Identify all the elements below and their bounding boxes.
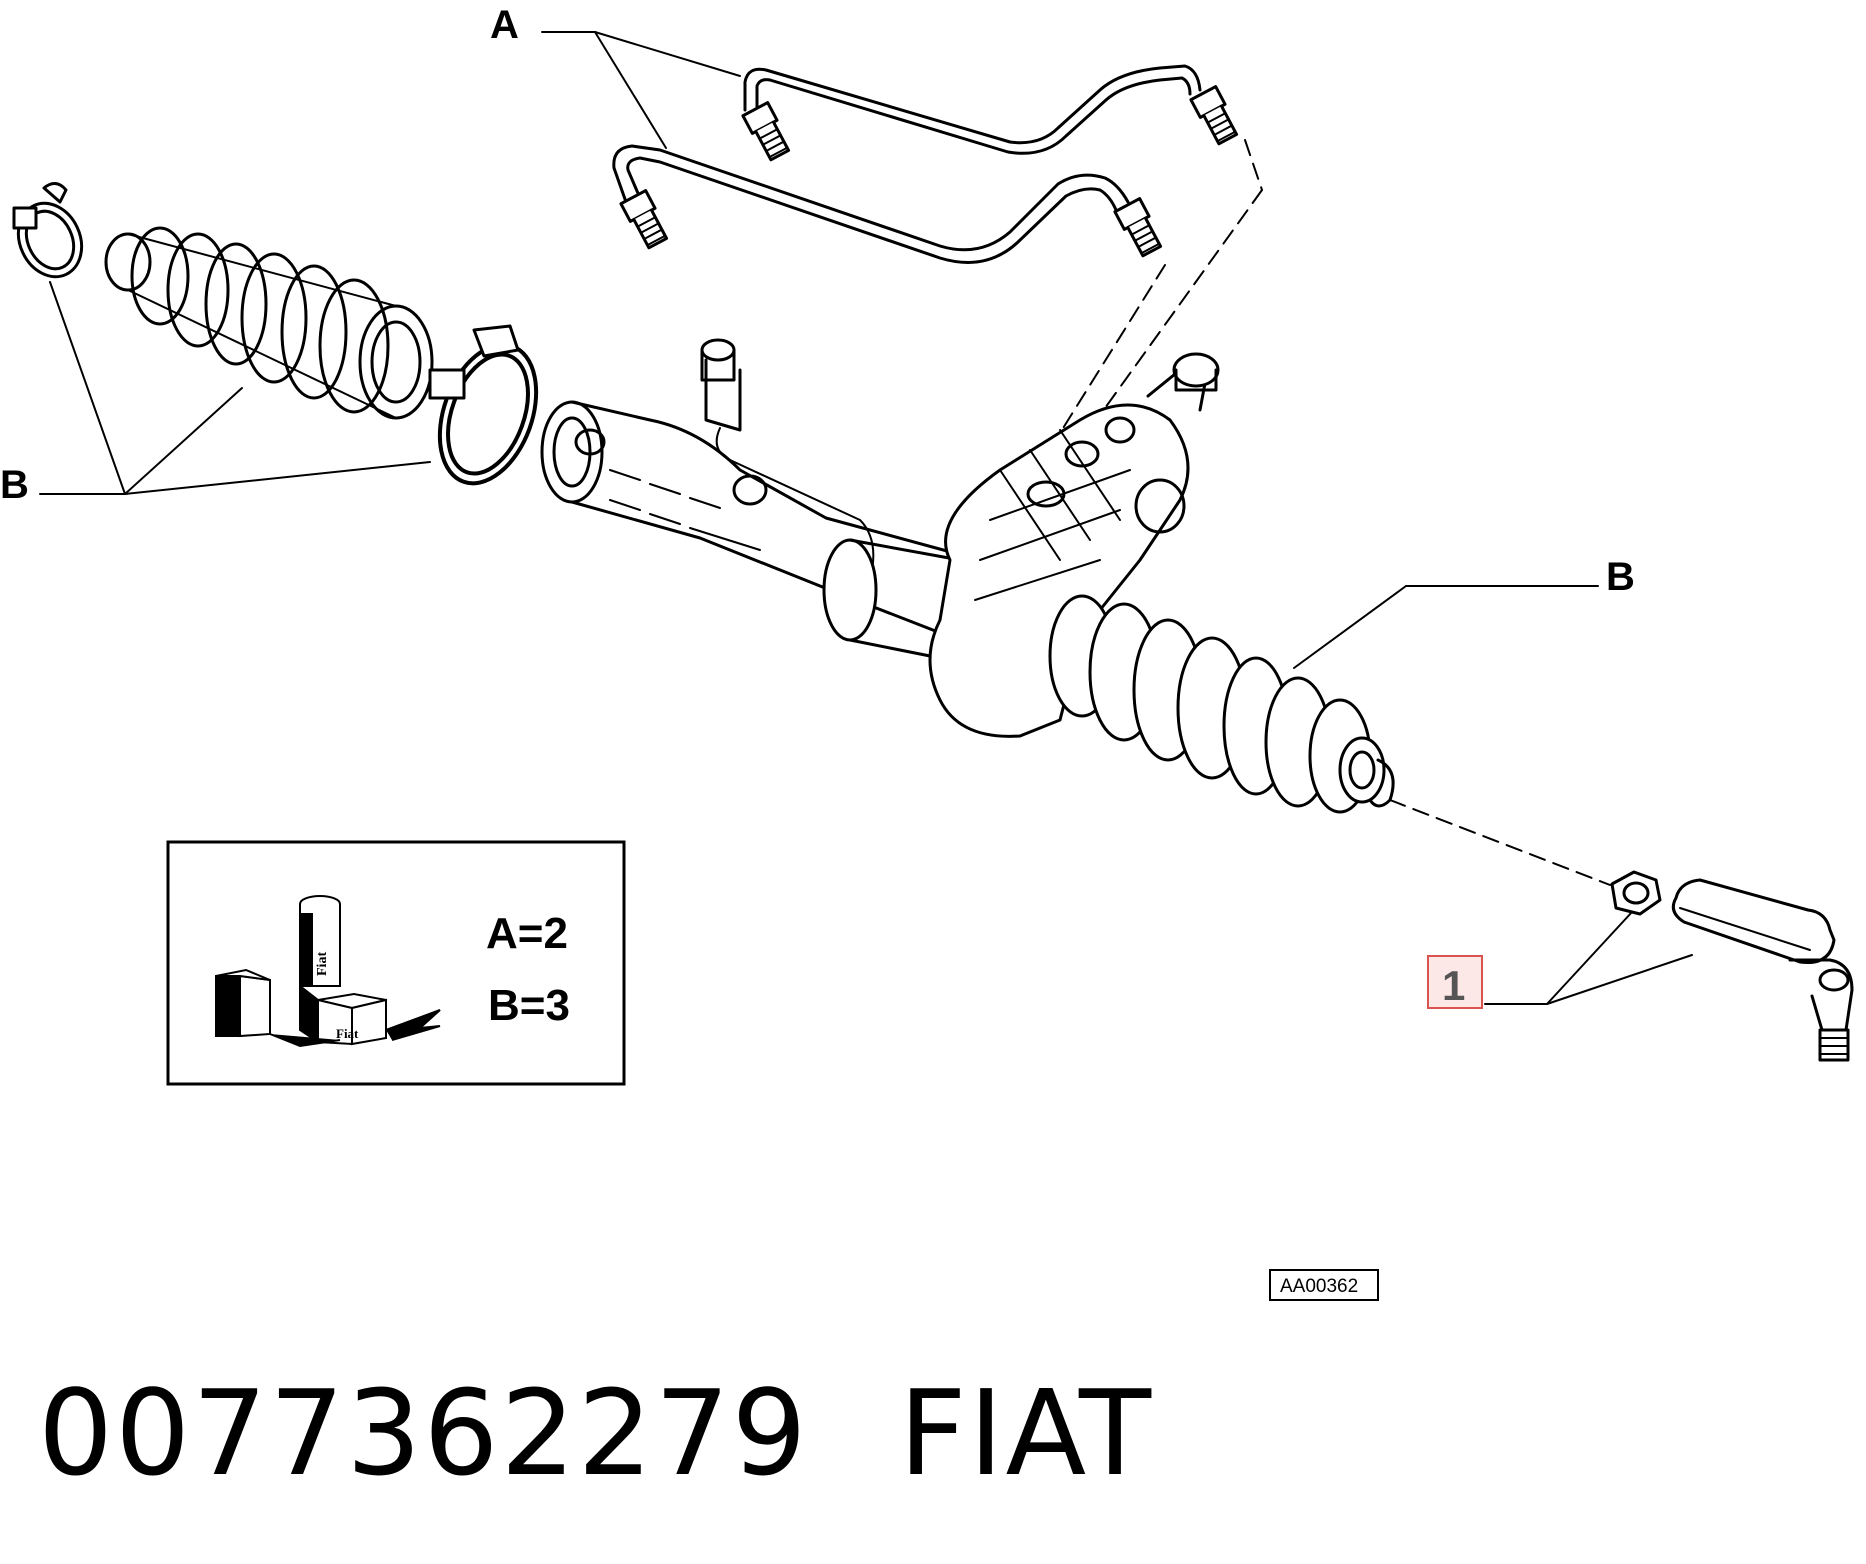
callout-1: 1 xyxy=(1442,962,1465,1009)
leader-lines xyxy=(39,31,1693,1005)
boot-clamp-large xyxy=(428,324,539,486)
fiat-box-label: Fiat xyxy=(336,1026,359,1041)
assembly-dash-lines xyxy=(1039,139,1611,886)
bellows-boot-left xyxy=(104,226,434,420)
figure-code: AA00362 xyxy=(1280,1276,1358,1297)
hydraulic-pipe-lower xyxy=(612,144,1130,264)
figure-code-box xyxy=(1269,1269,1379,1301)
callout-b-left: B xyxy=(0,463,29,507)
tie-rod-end-assembly xyxy=(1610,870,1854,1062)
callout-a: A xyxy=(490,3,519,47)
qty-a: A=2 xyxy=(486,909,568,958)
pipe-union-fittings xyxy=(619,85,1239,258)
qty-b: B=3 xyxy=(488,981,570,1030)
hydraulic-pipe-upper xyxy=(743,64,1202,155)
item-1-highlight-box[interactable] xyxy=(1427,955,1483,1009)
part-footer: 0077362279 FIAT xyxy=(38,1364,1153,1502)
steering-rack-housing xyxy=(540,338,1220,738)
boot-clamp-small xyxy=(12,182,84,279)
part-number: 0077362279 xyxy=(38,1364,809,1502)
brand-name: FIAT xyxy=(898,1364,1154,1502)
fiat-can-label: Fiat xyxy=(315,952,330,976)
callout-b-right: B xyxy=(1606,555,1635,599)
quantity-legend-panel: Fiat Fiat A=2 B=3 xyxy=(166,840,626,1086)
fiat-parts-pack-icon: Fiat Fiat xyxy=(215,895,441,1048)
bellows-boot-right xyxy=(1048,594,1395,814)
